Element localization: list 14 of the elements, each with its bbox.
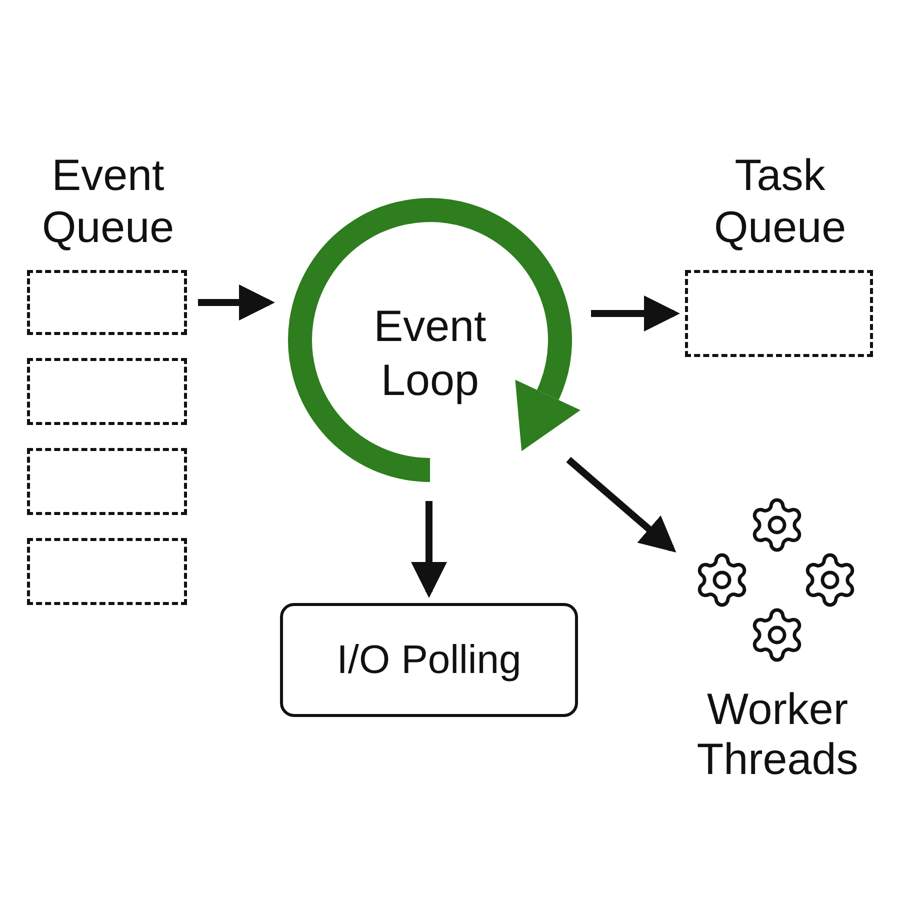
process-box: I/O Polling: [280, 603, 578, 717]
dashed-slot: [27, 538, 187, 605]
arrow: [411, 501, 447, 598]
dashed-slot: [27, 270, 187, 335]
arrow: [198, 284, 275, 320]
dashed-slot: [27, 358, 187, 425]
queue-heading: Task Queue: [712, 150, 848, 254]
arrow: [566, 456, 676, 553]
arrow: [591, 296, 680, 332]
worker-label: Worker Threads: [696, 685, 860, 785]
loop-label: Event Loop: [372, 301, 488, 407]
queue-heading: Event Queue: [40, 150, 176, 254]
dashed-slot: [27, 448, 187, 515]
dashed-slot: [685, 270, 873, 357]
